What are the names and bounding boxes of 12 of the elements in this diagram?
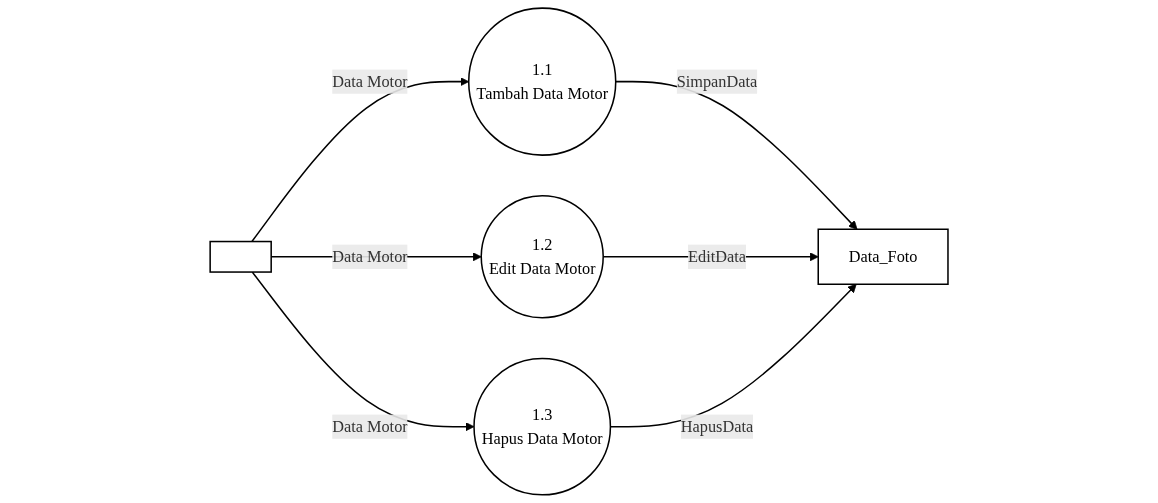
edge-label: SimpanData: [676, 72, 758, 90]
arrow: [251, 271, 475, 432]
node-box: Data_Foto: [817, 228, 949, 286]
edge-label: EditData: [687, 247, 746, 265]
node-circle: 1.3 Hapus Data Motor: [473, 357, 612, 496]
edge-label: Data Motor: [332, 72, 408, 90]
node-box: [209, 240, 272, 273]
edge-label: Data Motor: [332, 247, 408, 265]
node-circle: 1.1 Tambah Data Motor: [467, 7, 617, 156]
edge-label: Data Motor: [332, 417, 408, 435]
node-circle: 1.2 Edit Data Motor: [480, 195, 604, 319]
edge-label: HapusData: [680, 417, 754, 435]
